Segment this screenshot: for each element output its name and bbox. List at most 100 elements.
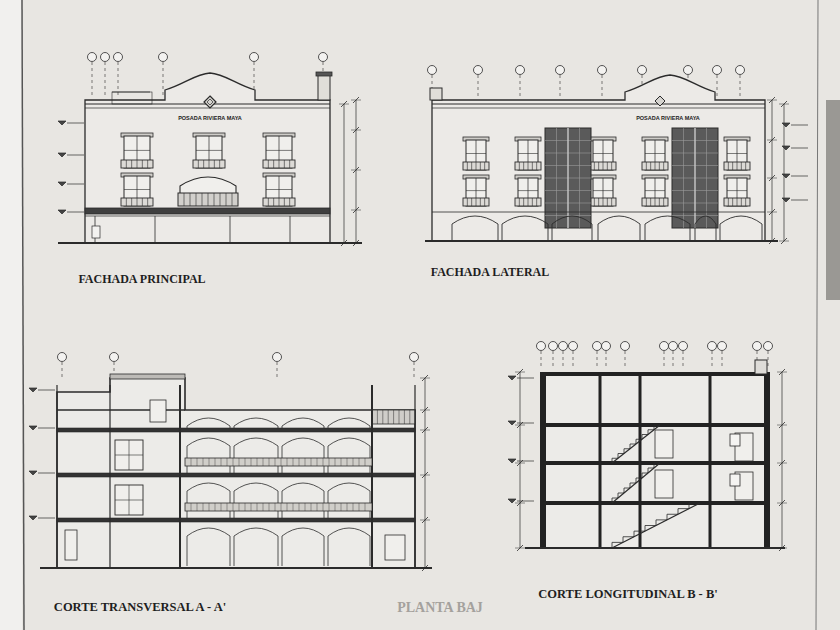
drawing-path: [612, 425, 660, 463]
drawing-rect: [724, 162, 750, 170]
drawing-line: [251, 503, 252, 511]
drawing-line: [266, 150, 292, 151]
drawing-line: [517, 378, 534, 379]
axis-bubble: [556, 66, 565, 75]
drawing-line: [359, 458, 360, 466]
view-title: CORTE TRANSVERSAL A - A': [53, 601, 227, 615]
axis-bubble: [598, 66, 607, 75]
drawing-rect: [110, 374, 185, 379]
drawing-line: [126, 160, 127, 168]
drawing-rect: [85, 208, 330, 214]
drawing-line: [311, 503, 312, 511]
drawing-line: [279, 160, 280, 168]
drawing-line: [480, 198, 481, 206]
drawing-line: [196, 150, 222, 151]
drawing-line: [317, 503, 318, 511]
drawing-line: [727, 153, 747, 154]
drawing-line: [777, 503, 787, 504]
drawing-line: [767, 140, 777, 141]
drawing-line: [607, 198, 608, 206]
drawing-path: [282, 528, 324, 566]
drawing-line: [365, 458, 366, 466]
drawing-line: [299, 458, 300, 466]
drawing-rect: [515, 198, 541, 206]
drawing-line: [92, 62, 93, 96]
drawing-rect: [65, 530, 77, 560]
drawing-line: [645, 153, 665, 154]
drawing-line: [655, 198, 656, 206]
drawing-line: [293, 503, 294, 511]
drawing-line: [163, 62, 164, 96]
drawing-rect: [121, 198, 153, 206]
drawing-line: [284, 198, 285, 206]
axis-bubble: [736, 66, 745, 75]
drawing-path: [432, 75, 765, 241]
drawing-line: [190, 193, 191, 206]
drawing-line: [339, 243, 349, 244]
drawing-line: [105, 62, 106, 96]
sheet-border: [816, 0, 818, 630]
drawing-line: [198, 160, 199, 168]
drawing-rect: [515, 162, 541, 170]
drawing-line: [740, 75, 741, 96]
axis-bubble: [114, 53, 123, 62]
drawing-line: [515, 463, 525, 464]
axis-bubble: [708, 342, 717, 351]
drawing-line: [251, 458, 252, 466]
drawing-line: [275, 458, 276, 466]
axis-bubble: [273, 353, 282, 362]
drawing-line: [598, 162, 599, 170]
drawing-rect: [385, 535, 405, 560]
drawing-rect: [57, 473, 415, 477]
drawing-line: [219, 160, 220, 168]
view-title: CORTE LONGITUDINAL B - B': [537, 588, 718, 602]
drawing-rect: [599, 376, 602, 548]
drawing-line: [563, 351, 564, 368]
label-holder: PLANTA BAJ: [396, 598, 484, 616]
axis-bubble: [88, 53, 97, 62]
drawing-line: [745, 162, 746, 170]
drawing-line: [290, 216, 291, 243]
drawing-line: [115, 455, 143, 456]
drawing-line: [38, 473, 55, 474]
drawing-path: [502, 216, 548, 241]
drawing-line: [335, 503, 336, 511]
axis-bubble: [428, 66, 437, 75]
drawing-path: [552, 216, 592, 241]
axis-bubble: [621, 342, 630, 351]
axis-bubble: [537, 342, 546, 351]
drawing-rect: [764, 372, 770, 548]
axis-bubble: [638, 66, 647, 75]
drawing-line: [203, 160, 204, 168]
drawing-line: [471, 162, 472, 170]
axis-bubble: [159, 53, 168, 62]
view-title: FACHADA PRINCIPAL: [77, 273, 206, 286]
drawing-line: [425, 378, 426, 568]
drawing-path: [328, 418, 370, 428]
drawing-line: [58, 242, 362, 244]
drawing-line: [597, 351, 598, 368]
label-holder: POSADA RIVIERA MAYA: [177, 106, 243, 124]
axis-bubble: [684, 66, 693, 75]
drawing-line: [365, 503, 366, 511]
drawing-line: [528, 162, 529, 170]
drawing-line: [351, 130, 361, 131]
drawing-line: [179, 385, 181, 568]
drawing-line: [432, 108, 765, 109]
drawing-line: [650, 162, 651, 170]
drawing-rect: [672, 128, 718, 228]
drawing-line: [791, 125, 808, 126]
drawing-rect: [318, 75, 330, 100]
drawing-line: [351, 243, 361, 244]
drawing-line: [767, 212, 777, 213]
drawing-line: [347, 458, 348, 466]
drawing-line: [341, 458, 342, 466]
drawing-path: [234, 528, 278, 566]
drawing-rect: [463, 162, 489, 170]
drawing-line: [215, 458, 216, 466]
drawing-line: [425, 240, 778, 242]
drawing-rect: [115, 440, 143, 470]
drawing-line: [777, 463, 787, 464]
drawing-line: [625, 351, 626, 368]
drawing-path: [328, 483, 370, 518]
